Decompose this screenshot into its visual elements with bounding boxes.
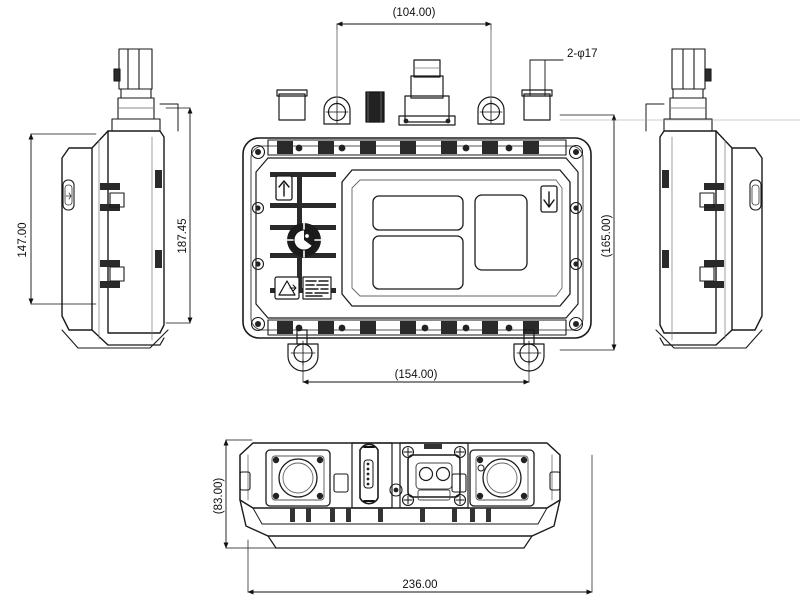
dimension-front-top-width-label: (104.00) — [393, 7, 436, 19]
front-view-mount-lug-right — [477, 96, 505, 125]
dimension-bottom-depth — [223, 439, 277, 549]
bottom-view-body — [239, 442, 561, 549]
dimension-front-height — [559, 114, 617, 351]
bottom-view-side-pockets — [239, 464, 561, 493]
dimension-left-overall-height — [165, 107, 193, 324]
nameplate-decal — [302, 276, 332, 300]
left-view-body — [61, 130, 169, 349]
dimension-bottom-width-label: 236.00 — [402, 579, 437, 591]
bottom-view-hv-connector — [399, 442, 469, 509]
front-view-corner-bolts — [250, 144, 584, 332]
right-view-fins — [662, 170, 724, 288]
dimension-left-height — [28, 133, 97, 305]
right-side-view — [645, 48, 763, 349]
dimension-left-height-label: 147.00 — [17, 222, 29, 257]
dimension-front-bottom-width — [302, 359, 530, 385]
dimension-left-overall-height-label: 187.45 — [177, 218, 189, 253]
arrow-down-icon — [540, 185, 558, 213]
warning-triangle-icon — [274, 276, 300, 300]
front-view-top-bolt-strip — [267, 139, 567, 156]
arrow-up-icon — [275, 175, 293, 201]
bottom-view-flange-connector-right — [469, 449, 535, 507]
bottom-view-ribs — [290, 508, 491, 522]
left-view-fins — [100, 170, 162, 288]
dimension-front-height-label: (165.00) — [601, 214, 613, 257]
rosette-decal-icon — [286, 222, 322, 258]
callout-hole-note-label: 2-φ17 — [567, 48, 597, 60]
right-view-body — [655, 130, 763, 349]
front-view-mount-lug-left — [323, 96, 351, 125]
left-view-decal — [62, 179, 75, 211]
bottom-view-flange-connector-left — [265, 449, 331, 507]
bottom-view-signal-connector — [351, 442, 403, 509]
dimension-bottom-width — [247, 454, 593, 595]
right-view-top-connector — [645, 48, 713, 132]
bottom-view — [239, 442, 561, 549]
dimension-bottom-depth-label: (83.00) — [213, 478, 225, 515]
projection-lines — [235, 29, 800, 444]
front-view-top-ports — [276, 59, 553, 126]
callout-hole-note-leader — [529, 59, 564, 96]
bottom-view-hv-screws — [401, 445, 467, 507]
right-view-decal — [749, 179, 762, 211]
dimension-front-bottom-width-label: (154.00) — [395, 369, 438, 381]
left-side-view — [61, 48, 179, 349]
